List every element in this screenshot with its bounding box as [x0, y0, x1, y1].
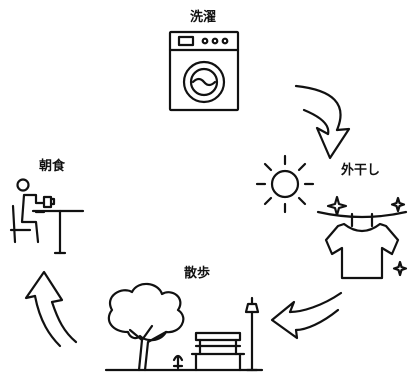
- step-label-breakfast: 朝食: [39, 159, 66, 174]
- step-label-walk: 散歩: [184, 266, 211, 281]
- laundry-icon: [316, 195, 408, 280]
- washing-machine-icon: [168, 30, 240, 112]
- arrow-walk-to-breakfast: [24, 270, 78, 348]
- sun-icon: [255, 154, 315, 214]
- arrow-wash-to-dry: [294, 84, 351, 160]
- arrow-dry-to-walk: [270, 291, 343, 340]
- breakfast-person-icon: [9, 178, 85, 255]
- park-bench-icon: [104, 282, 264, 372]
- step-label-wash: 洗濯: [190, 10, 217, 25]
- step-label-dry-outside: 外干し: [341, 163, 381, 178]
